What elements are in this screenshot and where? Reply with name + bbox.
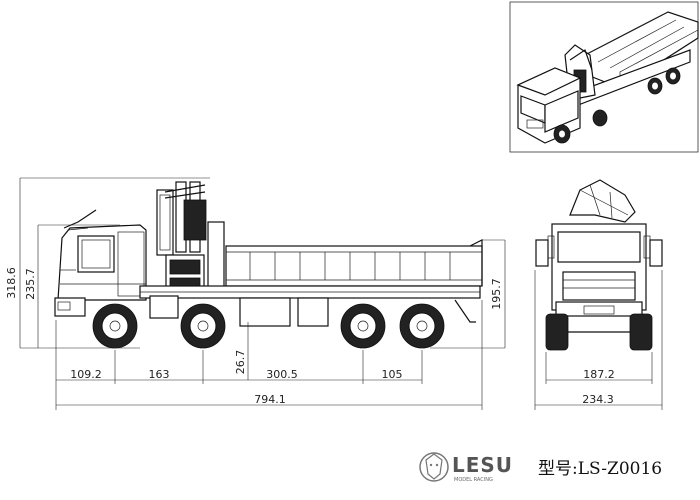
wheels [92, 303, 445, 349]
front-view [535, 179, 663, 351]
track-width-label: 187.2 [583, 368, 615, 381]
axle-spacing-front-label: 163 [149, 368, 170, 381]
dump-bed [225, 239, 483, 287]
brand-tagline: MODEL RACING [454, 477, 493, 483]
front-overhang-label: 109.2 [70, 368, 102, 381]
brand-name: LESU [452, 453, 513, 477]
model-label: 型号:LS-Z0016 [538, 459, 662, 479]
lion-emblem-icon [419, 452, 449, 482]
cab-height-label: 235.7 [24, 268, 37, 300]
total-length-label: 794.1 [254, 393, 286, 406]
total-height-label: 318.6 [5, 267, 18, 299]
side-dimension-lines [19, 177, 506, 410]
crane [156, 181, 225, 297]
front-dimension-lines [534, 270, 663, 410]
bed-height-label: 195.7 [490, 278, 503, 310]
side-view [54, 181, 483, 349]
ground-clearance-label: 26.7 [234, 350, 247, 375]
wheelbase-mid-label: 300.5 [266, 368, 298, 381]
rear-axle-spacing-label: 105 [382, 368, 403, 381]
perspective-inset [509, 1, 699, 153]
brand-logo: LESU MODEL RACING [419, 452, 513, 483]
overall-width-label: 234.3 [582, 393, 614, 406]
